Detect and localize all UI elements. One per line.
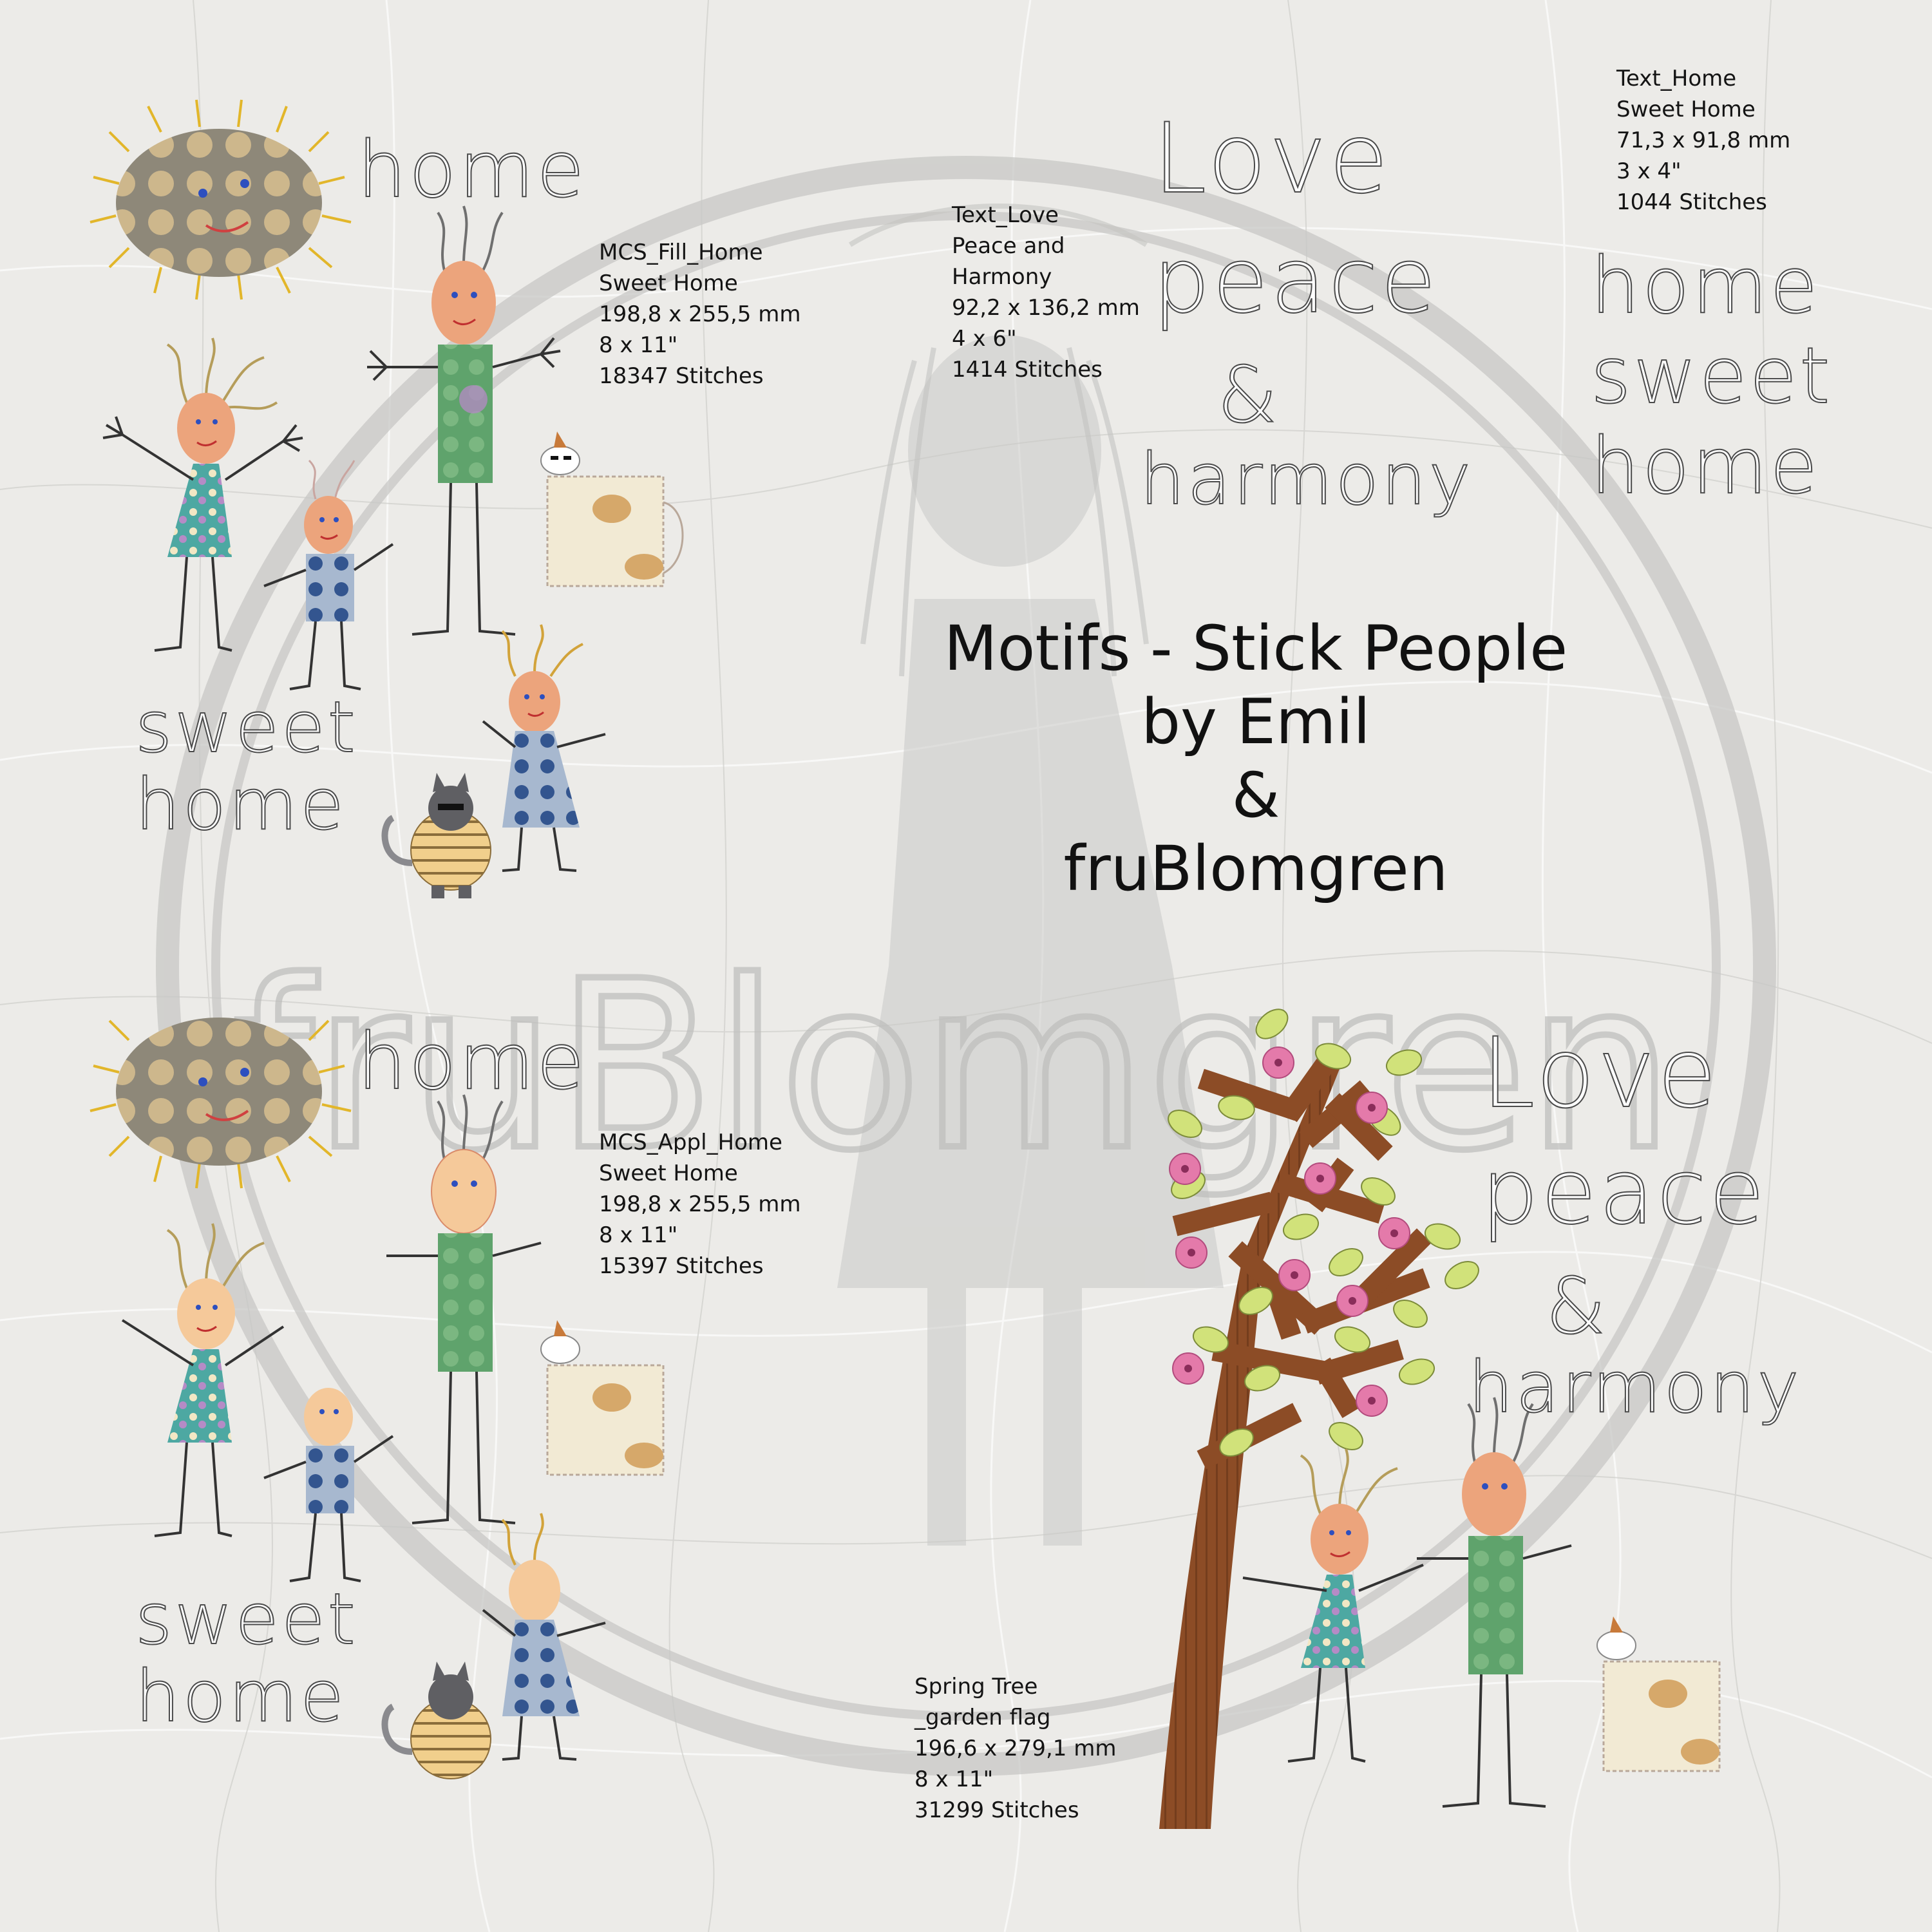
- stick-figure-icon: [263, 1388, 394, 1582]
- spec-stitches: 18347 Stitches: [599, 363, 764, 389]
- title-line-2: by Emil: [1141, 686, 1370, 758]
- title-line-1: Motifs - Stick People: [943, 612, 1568, 685]
- spec-name: Text_Home: [1616, 66, 1737, 91]
- stick-figure-icon: [1417, 1397, 1572, 1808]
- hand-text-home-right: home: [1590, 241, 1821, 332]
- title-line-4: fruBlomgren: [1063, 833, 1448, 905]
- hand-text-sweet: sweet: [135, 685, 358, 769]
- dog-icon: [1596, 1616, 1721, 1772]
- spec-stitches: 31299 Stitches: [914, 1797, 1079, 1823]
- stick-figure-icon: [482, 1513, 606, 1761]
- spec-size-in: 4 x 6": [952, 326, 1017, 352]
- dog-icon: [540, 1320, 665, 1476]
- spec-size-in: 8 x 11": [599, 332, 678, 358]
- hand-text-sweet-2: sweet: [135, 1577, 358, 1661]
- hand-text-home-lower: home: [135, 762, 346, 846]
- spec-size-mm: 92,2 x 136,2 mm: [952, 295, 1140, 321]
- stick-figure-icon: [1242, 1448, 1424, 1763]
- design-spec-spring-tree: Spring Tree _garden flag 196,6 x 279,1 m…: [914, 1671, 1116, 1826]
- spec-name2: Sweet Home: [599, 270, 738, 296]
- stick-figure-icon: [367, 205, 561, 636]
- spec-stitches: 1044 Stitches: [1616, 189, 1767, 215]
- design-spec-appl: MCS_Appl_Home Sweet Home 198,8 x 255,5 m…: [599, 1127, 800, 1282]
- tree-icon: [1159, 1009, 1479, 1829]
- spec-size-in: 8 x 11": [599, 1222, 678, 1248]
- design-spec-text-love: Text_Love Peace and Harmony 92,2 x 136,2…: [952, 200, 1140, 385]
- design-spec-text-home: Text_Home Sweet Home 71,3 x 91,8 mm 3 x …: [1616, 63, 1790, 218]
- hand-text-amp: &: [1217, 350, 1280, 441]
- hand-text-home-2: home: [357, 1017, 587, 1108]
- spec-size-mm: 198,8 x 255,5 mm: [599, 1191, 801, 1217]
- sun-icon: [90, 1018, 352, 1189]
- hand-text-home-right-2: home: [1590, 421, 1821, 512]
- stick-figure-icon: [102, 337, 303, 652]
- spec-size-mm: 71,3 x 91,8 mm: [1616, 128, 1791, 153]
- spec-size-in: 8 x 11": [914, 1766, 994, 1792]
- hand-text-harmony-2: harmony: [1468, 1345, 1802, 1429]
- spec-size-mm: 198,8 x 255,5 mm: [599, 301, 801, 327]
- spec-size-in: 3 x 4": [1616, 158, 1681, 184]
- spec-stitches: 15397 Stitches: [599, 1253, 764, 1279]
- stick-figure-icon: [386, 1094, 542, 1524]
- watermark-girl-hair: [848, 204, 1149, 677]
- stick-figure-icon: [263, 459, 394, 690]
- spec-name2: Peace and: [952, 233, 1065, 259]
- hand-text-amp-2: &: [1545, 1262, 1609, 1352]
- design-spec-fill: MCS_Fill_Home Sweet Home 198,8 x 255,5 m…: [599, 237, 800, 392]
- spec-name: MCS_Appl_Home: [599, 1130, 782, 1155]
- stick-figure-icon: [121, 1223, 285, 1537]
- dog-icon: [540, 431, 684, 587]
- hand-text-harmony: harmony: [1139, 437, 1473, 521]
- hand-text-home: home: [357, 125, 587, 216]
- flower-icon: [1169, 1046, 1410, 1417]
- hand-text-peace-2: peace: [1481, 1139, 1767, 1245]
- spec-size-mm: 196,6 x 279,1 mm: [914, 1736, 1117, 1761]
- spec-name2: Sweet Home: [1616, 97, 1756, 122]
- page-title: Motifs - Stick People by Emil & fruBlomg…: [805, 612, 1707, 905]
- watermark-girl-silhouette: [837, 335, 1224, 1546]
- hand-text-home-lower-2: home: [135, 1654, 346, 1738]
- spec-name: Text_Love: [952, 202, 1059, 228]
- spec-name2: _garden flag: [914, 1705, 1051, 1730]
- hand-text-love-2: Love: [1481, 1017, 1719, 1130]
- sun-icon: [90, 99, 352, 300]
- spec-name: Spring Tree: [914, 1674, 1038, 1700]
- spec-stitches: 1414 Stitches: [952, 357, 1103, 383]
- stick-figure-icon: [482, 624, 606, 872]
- cat-icon: [381, 1662, 491, 1779]
- hand-text-love: Love: [1152, 102, 1391, 216]
- spec-name3: Harmony: [952, 264, 1052, 290]
- hand-text-sweet-right: sweet: [1590, 331, 1833, 422]
- cat-icon: [381, 773, 491, 898]
- title-line-3: &: [1231, 759, 1280, 831]
- hand-text-peace: peace: [1152, 228, 1439, 334]
- spec-name: MCS_Fill_Home: [599, 240, 763, 265]
- spec-name2: Sweet Home: [599, 1160, 738, 1186]
